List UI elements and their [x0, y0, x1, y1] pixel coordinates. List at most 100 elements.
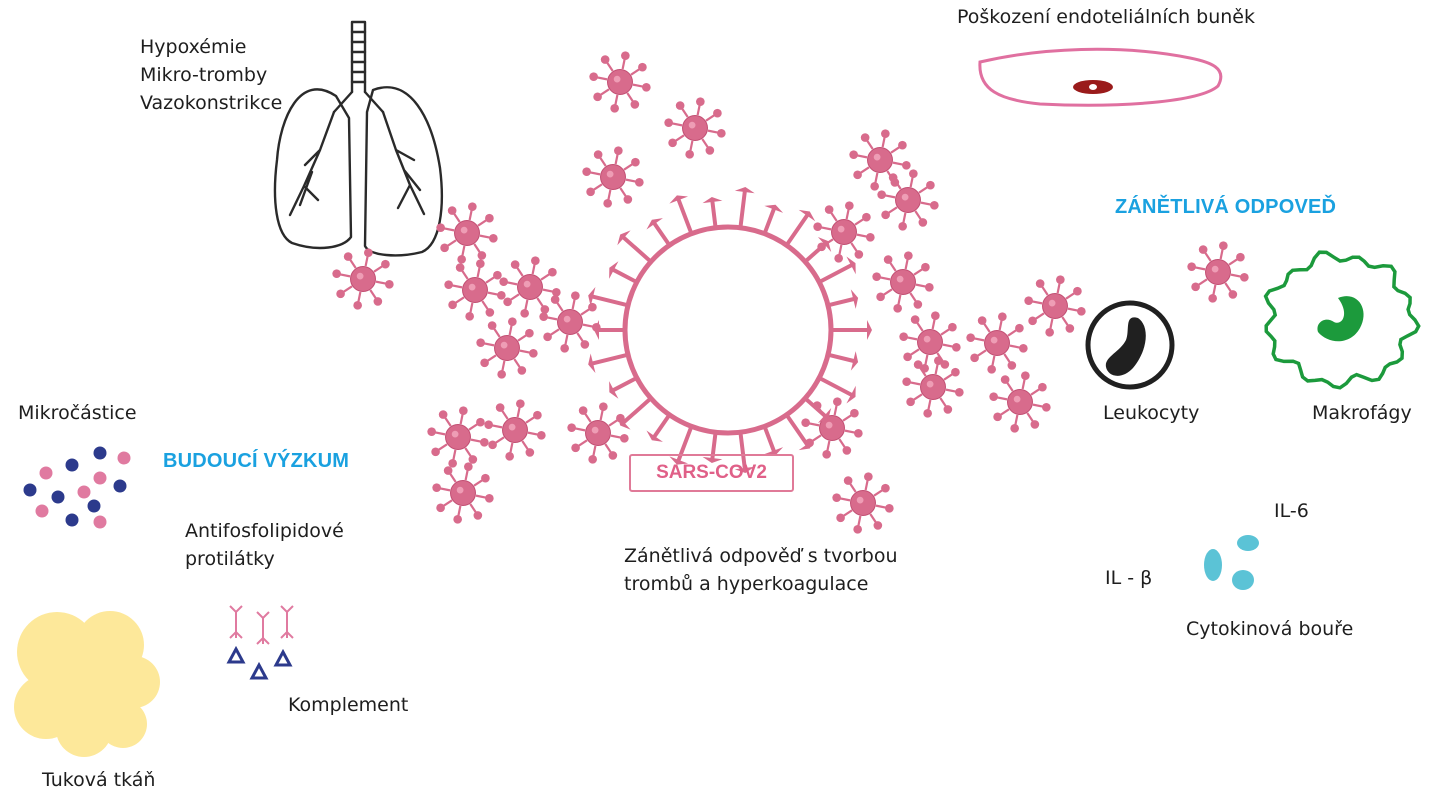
spike-stalk [817, 263, 854, 285]
adipocyte [56, 701, 112, 757]
spike-stalk [710, 199, 718, 230]
spike-stalk [710, 430, 718, 461]
spike-head [764, 447, 784, 456]
left-lung [273, 88, 353, 250]
spike-stalk [826, 297, 856, 308]
spike-stalk [591, 294, 630, 308]
antibody-icon [226, 605, 294, 680]
spike-head [764, 204, 784, 213]
spike-head [609, 261, 619, 279]
cytokine-icon [1204, 535, 1259, 590]
small-virus-icon [966, 312, 1028, 374]
macrophage-nucleus [1317, 296, 1364, 342]
right-bronchial-tree [381, 110, 426, 216]
antiphospholipid-line-2: protilátky [185, 548, 275, 570]
small-virus-icon [567, 402, 629, 464]
small-virus-icon [589, 51, 651, 113]
cytokine-particle [1237, 535, 1259, 551]
cytokine-particle [1204, 549, 1222, 581]
trachea [350, 20, 367, 94]
antibody [229, 605, 243, 639]
small-virus-icon [436, 202, 498, 264]
microparticle [39, 466, 53, 480]
fat-tissue-label: Tuková tkáň [42, 769, 156, 791]
spike-head [617, 230, 631, 246]
spike-stalk [762, 424, 776, 453]
spike-stalk [611, 375, 639, 392]
small-virus-icon [499, 256, 561, 318]
microparticle [23, 483, 37, 497]
lung-effect-hypoxemia: Hypoxémie [140, 36, 247, 58]
small-virus-icon [332, 248, 394, 310]
microparticle [65, 513, 79, 527]
small-virus-icon [427, 406, 489, 468]
spike-stalk [803, 396, 827, 418]
spike-head [817, 236, 832, 252]
leukocyte-nucleus [1105, 317, 1146, 376]
microparticle [77, 485, 91, 499]
microparticle [65, 458, 79, 472]
microparticle [51, 490, 65, 504]
spike-head [594, 320, 599, 340]
leukocytes-label: Leukocyty [1103, 402, 1200, 424]
small-virus-icon [813, 201, 875, 263]
il6-label: IL-6 [1274, 500, 1309, 522]
spike-stalk [652, 221, 672, 248]
spike-head [817, 408, 832, 424]
sars-cov2-virus-icon [588, 187, 872, 473]
spike-stalk [826, 352, 856, 363]
small-virus-icon [484, 399, 546, 461]
cytokine-storm-label: Cytokinová bouře [1186, 618, 1354, 640]
lung-effects-label: Hypoxémie Mikro-tromby Vazokonstrikce [140, 33, 282, 117]
small-virus-icon [832, 472, 894, 534]
small-virus-icon [801, 397, 863, 459]
spike-head [588, 287, 596, 307]
microparticles-label: Mikročástice [18, 402, 137, 424]
small-virus-icon [877, 169, 939, 231]
lung-effect-vasoconstriction: Vazokonstrikce [140, 92, 283, 114]
spike-head [588, 353, 596, 373]
spike-head [867, 320, 872, 340]
microparticle [35, 504, 49, 518]
virus-cluster [332, 51, 1249, 534]
spike-head [798, 209, 816, 222]
left-bronchial-tree [288, 110, 336, 217]
spike-head [846, 385, 856, 404]
complement-triangle [226, 645, 246, 664]
antiphospholipid-antibodies-label: Antifosfolipidové protilátky [185, 517, 344, 573]
endothelial-membrane [978, 47, 1223, 107]
macrophage-icon [1263, 250, 1421, 390]
endothelial-damage-label: Poškození endoteliálních buněk [957, 6, 1255, 28]
small-virus-icon [902, 356, 964, 418]
spike-head [734, 466, 755, 473]
spike-stalk [784, 412, 809, 447]
antiphospholipid-line-1: Antifosfolipidové [185, 520, 344, 542]
spike-head [669, 195, 689, 204]
thrombus-caption: Zánětlivá odpověď s tvorbou trombů a hyp… [624, 542, 898, 598]
cytokine-particle [1232, 570, 1254, 590]
inflammatory-response-heading: ZÁNĚTLIVÁ ODPOVEĎ [1115, 196, 1337, 218]
antibody [256, 611, 270, 645]
complement-triangle [249, 661, 269, 680]
endothelial-cell-icon [978, 47, 1223, 107]
microparticle [87, 499, 101, 513]
spike-head [646, 430, 663, 442]
spike-stalk [621, 396, 653, 425]
microparticle [93, 515, 107, 529]
macrophage-membrane [1263, 250, 1421, 390]
complement-label: Komplement [288, 694, 409, 716]
small-virus-icon [1187, 241, 1249, 303]
small-virus-icon [444, 259, 506, 321]
sars-cov2-label: SARS-COV2 [629, 454, 794, 492]
spike-stalk [676, 198, 694, 236]
spike-head [702, 456, 723, 464]
macrophages-label: Makrofágy [1312, 402, 1412, 424]
microparticle [113, 479, 127, 493]
spike-head [846, 256, 856, 275]
spike-head [669, 456, 689, 465]
lungs-icon [273, 20, 443, 257]
small-virus-icon [664, 97, 726, 159]
antibody [280, 605, 294, 639]
spike-head [609, 381, 619, 399]
small-virus-icon [1024, 275, 1086, 337]
